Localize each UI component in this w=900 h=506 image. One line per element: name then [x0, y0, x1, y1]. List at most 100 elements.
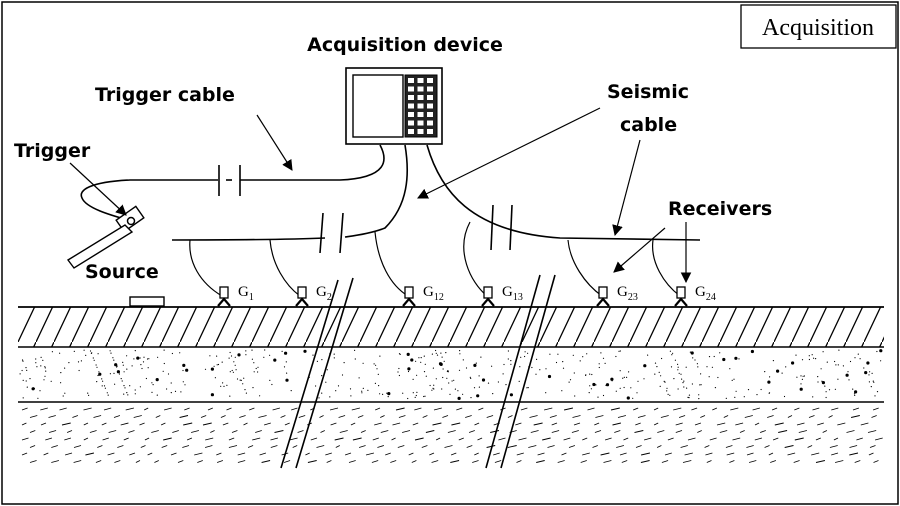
sand-grain — [429, 384, 431, 387]
clay-dash — [374, 422, 382, 426]
sand-grain — [767, 380, 771, 384]
clay-dash — [719, 430, 728, 433]
sand-grain — [808, 355, 810, 357]
geophone-spike — [481, 297, 495, 307]
clay-dash — [397, 445, 405, 448]
clay-dash — [183, 422, 193, 426]
sand-grain — [801, 359, 804, 361]
clay-dash — [784, 445, 794, 448]
label-receivers: Receivers — [668, 198, 772, 220]
sand-grain — [45, 370, 47, 372]
geophone-spike — [596, 297, 610, 307]
sand-grain — [632, 397, 634, 399]
sand-grain — [743, 396, 745, 398]
sand-grain — [35, 358, 37, 360]
clay-dash — [29, 445, 36, 448]
seismic-cable — [171, 144, 701, 297]
clay-dash — [450, 452, 457, 456]
sand-grain — [51, 351, 54, 353]
clay-dash — [425, 430, 435, 433]
sand-grain — [354, 349, 356, 351]
clay-dash — [117, 445, 124, 448]
sand-grain — [182, 381, 184, 383]
clay-dash — [687, 437, 696, 441]
sand-grain — [39, 390, 41, 392]
sand-grain — [677, 388, 679, 390]
clay-dash — [125, 407, 135, 411]
sand-grain — [136, 356, 140, 360]
sand-grain — [285, 378, 289, 382]
clay-dash — [815, 460, 825, 463]
clay-dash — [653, 422, 659, 426]
clay-dash — [764, 445, 770, 448]
sand-grain — [242, 383, 244, 385]
clay-dash — [656, 445, 662, 448]
sand-grain — [414, 396, 416, 398]
sand-grain — [545, 368, 547, 370]
sand-grain — [378, 385, 380, 387]
clay-dash — [429, 452, 435, 456]
sand-grain — [257, 366, 259, 368]
sand-grain — [658, 371, 660, 373]
sand-grain — [367, 389, 369, 391]
sand-grain — [321, 359, 323, 361]
sand-grain — [123, 371, 125, 373]
sand-grain — [589, 385, 591, 387]
sand-grain — [269, 379, 271, 381]
sand-grain — [435, 352, 437, 354]
sand-grain — [374, 382, 376, 384]
clay-dash — [660, 415, 669, 418]
sand-grain — [677, 363, 679, 365]
sand-grain — [325, 381, 327, 383]
sand-grain — [853, 393, 856, 395]
clay-dash — [411, 460, 417, 463]
sand-grain — [598, 363, 600, 365]
clay-dash — [657, 430, 665, 433]
sand-grain — [321, 392, 323, 394]
sand-grain — [681, 378, 683, 380]
clay-dash — [675, 422, 683, 426]
geophone: G13 — [481, 284, 523, 307]
sand-grain — [688, 397, 690, 399]
sand-grain — [873, 381, 875, 383]
clay-dash — [635, 445, 642, 448]
sand-grain — [714, 387, 717, 389]
seismic-cable-break-left-1 — [319, 212, 324, 254]
sand-grain — [170, 392, 172, 394]
clay-dash — [478, 407, 484, 411]
sand-grain — [473, 363, 477, 367]
sand-grain — [29, 378, 31, 380]
geophone-label: G2 — [316, 284, 332, 303]
sand-grain — [549, 353, 551, 355]
sand-grain — [447, 371, 449, 373]
geophone: G23 — [596, 284, 638, 307]
sand-grain — [432, 387, 434, 389]
sand-grain — [253, 371, 255, 373]
sand-grain — [510, 360, 512, 362]
geophone-lead-2 — [269, 239, 301, 297]
sand-grain — [690, 351, 694, 355]
clay-dash — [815, 437, 821, 441]
sand-grain — [222, 382, 224, 384]
sand-grain — [447, 370, 449, 372]
sand-grain — [459, 350, 461, 352]
sand-grain — [114, 363, 118, 367]
sand-grain — [470, 377, 472, 379]
geophone-spike — [217, 297, 231, 307]
sand-grain — [572, 354, 574, 356]
clay-dash — [754, 422, 760, 426]
sand-grain — [316, 360, 318, 362]
clay-dash — [543, 407, 553, 411]
sand-grain — [717, 376, 719, 379]
clay-dash — [594, 430, 602, 433]
clay-dash — [64, 437, 72, 441]
clay-dash — [528, 445, 537, 448]
sand-grain — [92, 357, 94, 359]
sand-grain — [473, 387, 476, 389]
clay-dash — [635, 422, 641, 426]
clay-dash — [231, 430, 238, 433]
sand-grain — [585, 374, 587, 376]
sand-grain — [738, 358, 740, 360]
sand-grain — [269, 354, 271, 356]
clay-dash — [557, 460, 565, 463]
